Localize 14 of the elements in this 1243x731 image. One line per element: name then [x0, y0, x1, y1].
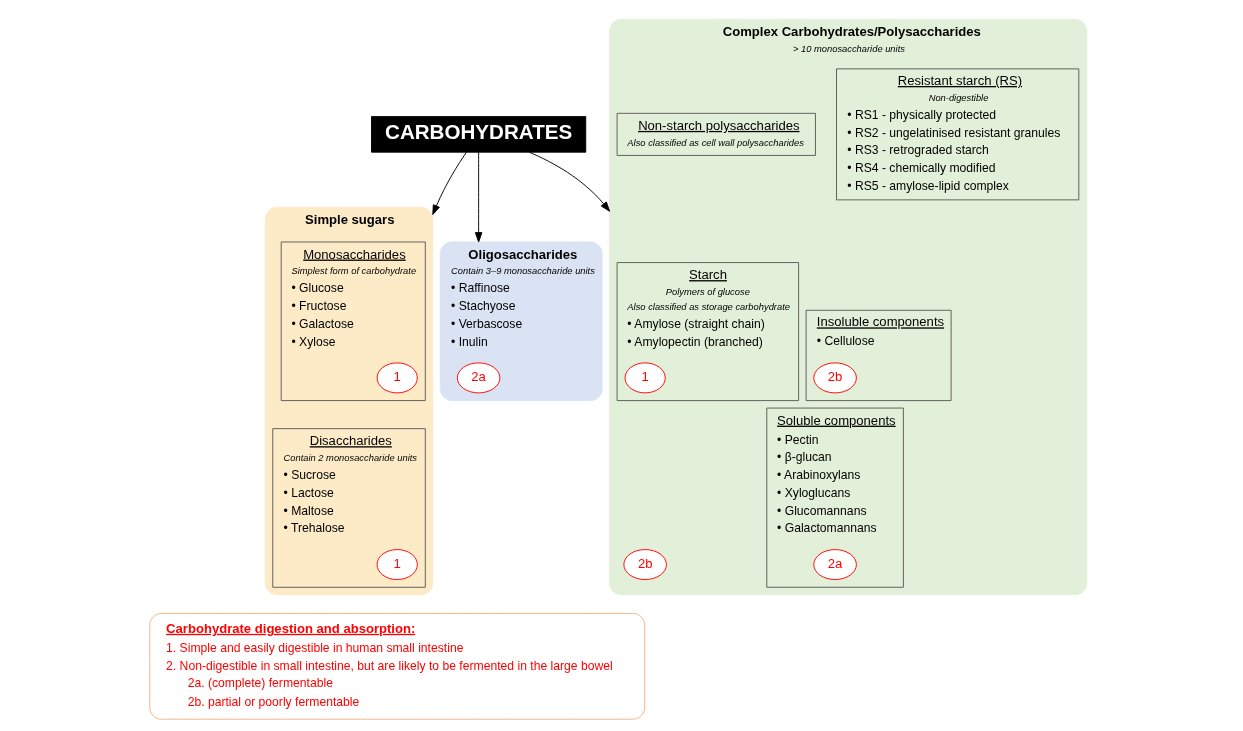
node-box: Carbohydrate digestion and absorption: 1. Simple and easily digestible in human small intestine 2. Non-digestible in small intestine, but are likely to be fermented in the large bowel 2a. (complete) fermentable 2b. partial or poorly fermentable [148, 613, 645, 720]
node-box: Non-starch polysaccharides Also classified as cell wall polysaccharides [616, 112, 816, 156]
arrow [474, 151, 482, 243]
node-ellipse: 2a [456, 362, 500, 394]
node-ellipse: 1 [376, 362, 418, 394]
node-ellipse: 1 [624, 362, 666, 394]
node-ellipse: 1 [376, 549, 418, 581]
node-ellipse: 2b [622, 549, 667, 581]
node-ellipse: 2a [812, 549, 857, 581]
node-box: CARBOHYDRATES [370, 116, 586, 153]
node-box: Resistant starch (RS) Non-digestible • RS1 - physically protected • RS2 - ungelatinised resistant granules • RS3 - retrograded starch • RS4 - chemically modified • RS5 - amylose-lipid complex [835, 68, 1079, 201]
arrow [528, 151, 610, 212]
node-ellipse: 2b [812, 362, 857, 394]
arrow [431, 151, 467, 216]
